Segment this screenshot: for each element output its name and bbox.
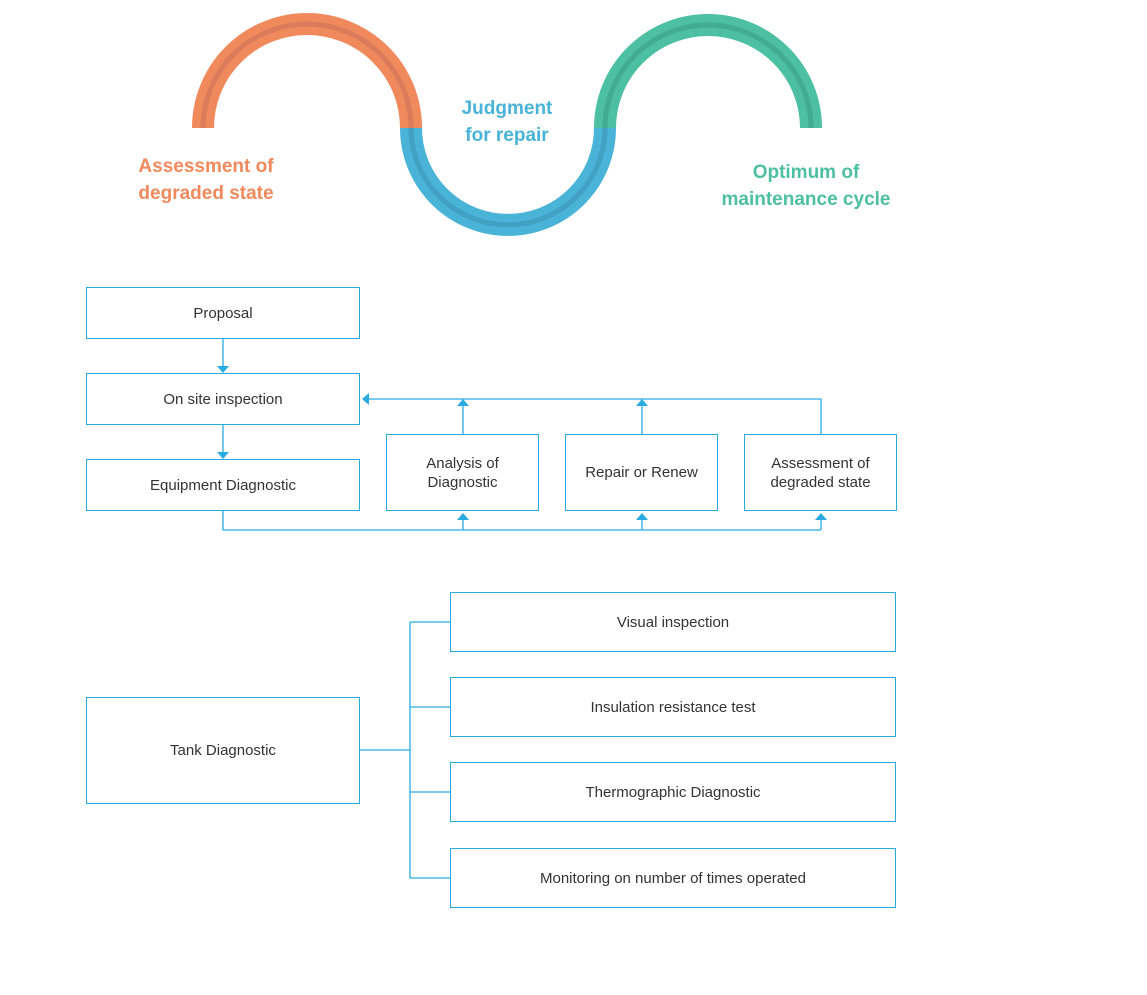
on-site-inspection-box: On site inspection (86, 373, 360, 425)
equipment-diagnostic-box: Equipment Diagnostic (86, 459, 360, 511)
wave-arch-left-inner (200, 21, 414, 129)
insulation-resistance-label: Insulation resistance test (590, 698, 756, 716)
monitoring-label: Monitoring on number of times operated (540, 869, 806, 887)
tank-diagnostic-label: Tank Diagnostic (170, 742, 276, 759)
on-site-inspection-label: On site inspection (163, 390, 283, 408)
visual-inspection-box: Visual inspection (450, 592, 896, 652)
arrow-down-icon (217, 366, 229, 373)
equipment-diagnostic-label: Equipment Diagnostic (150, 476, 296, 494)
arrow-up-icon (815, 513, 827, 520)
wave-valley-middle-inner (408, 127, 608, 228)
analysis-of-diagnostic-label: Analysis of Diagnostic (426, 454, 499, 491)
arrow-up-icon (457, 513, 469, 520)
proposal-label: Proposal (193, 304, 253, 322)
wave-label-assessment: Assessment of degraded state (138, 156, 274, 204)
monitoring-box: Monitoring on number of times operated (450, 848, 896, 908)
wave-arch-right (594, 14, 822, 129)
repair-or-renew-label: Repair or Renew (585, 464, 698, 481)
arrow-up-icon (636, 513, 648, 520)
repair-or-renew-box: Repair or Renew (565, 434, 718, 511)
thermographic-diagnostic-label: Thermographic Diagnostic (585, 783, 761, 801)
arrow-down-icon (217, 452, 229, 459)
assessment-box: Assessment of degraded state (744, 434, 897, 511)
wave-arch-left (192, 13, 422, 129)
wave-arch-right-inner (602, 22, 814, 129)
wave-label-judgment: Judgment for repair (461, 98, 553, 146)
thermographic-diagnostic-box: Thermographic Diagnostic (450, 762, 896, 822)
arrow-up-icon (636, 399, 648, 406)
assessment-label: Assessment of degraded state (770, 454, 871, 491)
proposal-box: Proposal (86, 287, 360, 339)
insulation-resistance-box: Insulation resistance test (450, 677, 896, 737)
arrow-left-icon (362, 393, 369, 405)
tank-diagnostic-box: Tank Diagnostic (86, 697, 360, 804)
wave-label-optimum: Optimum of maintenance cycle (721, 162, 891, 210)
visual-inspection-label: Visual inspection (616, 613, 730, 631)
flow-connectors (222, 338, 822, 879)
flow-arrowheads (217, 366, 827, 520)
analysis-of-diagnostic-box: Analysis of Diagnostic (386, 434, 539, 511)
arrow-up-icon (457, 399, 469, 406)
